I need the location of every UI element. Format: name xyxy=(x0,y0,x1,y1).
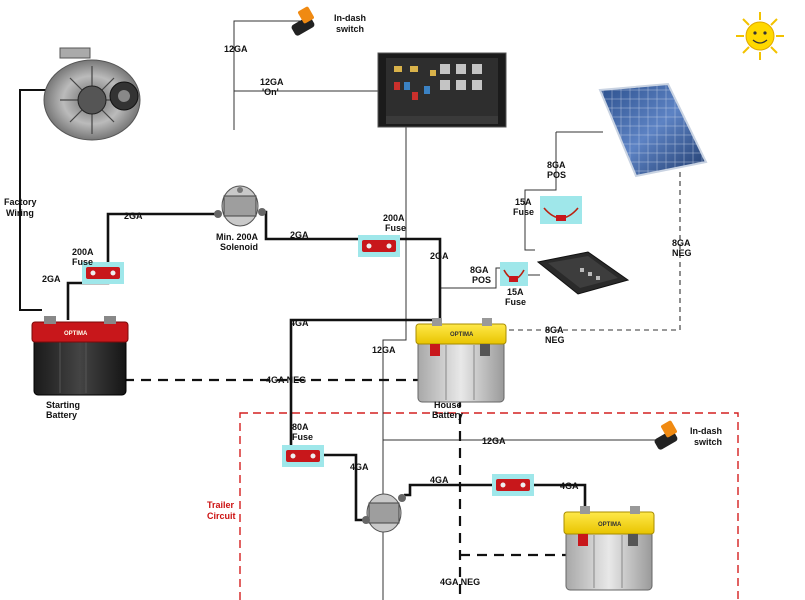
fuse-box-icon xyxy=(377,52,507,128)
factory-wiring-label-1: Factory xyxy=(4,197,37,207)
switch-trailer-label-2: switch xyxy=(694,437,722,447)
switch-trailer-label-1: In-dash xyxy=(690,426,722,436)
fuse-15a-top-label-1: 15A xyxy=(515,197,532,207)
fuse-15a-bottom xyxy=(503,269,525,282)
starting-battery-label-2: Battery xyxy=(46,410,77,420)
solenoid-main-label-1: Min. 200A xyxy=(216,232,259,242)
wire-2ga-left-label: 2GA xyxy=(124,211,143,221)
negative-lines xyxy=(94,340,590,600)
solar-panel-icon xyxy=(598,82,708,178)
trailer-circuit-label-1: Trailer xyxy=(207,500,235,510)
toggle-switch-trailer-icon xyxy=(654,420,678,450)
wire-4ga-house-label: 4GA xyxy=(290,318,309,328)
wire-12ga-vertical-label: 12GA xyxy=(372,345,396,355)
starting-battery-label-1: Starting xyxy=(46,400,80,410)
solenoid-main-icon xyxy=(214,185,266,227)
trailer-circuit-label-2: Circuit xyxy=(207,511,236,521)
house-battery-icon: OPTIMA xyxy=(415,318,507,403)
fuse-200a-left-label-1: 200A xyxy=(72,247,94,257)
wire-12ga-on-label-2: 'On' xyxy=(262,87,279,97)
switch-top-label-1: In-dash xyxy=(334,13,366,23)
fuse-80a-label-1: 80A xyxy=(292,422,309,432)
wire-8ga-pos-panel-label-1: 8GA xyxy=(547,160,566,170)
svg-text:OPTIMA: OPTIMA xyxy=(598,522,622,528)
wire-8ga-neg-ctrl-label-1: 8GA xyxy=(545,325,564,335)
toggle-switch-top-icon xyxy=(291,6,315,36)
fuse-200a-right-label-1: 200A xyxy=(383,213,405,223)
wire-2ga-start-label: 2GA xyxy=(42,274,61,284)
fuse-80a xyxy=(286,450,320,462)
charge-controller-icon xyxy=(536,251,630,295)
wire-12ga-on-label-1: 12GA xyxy=(260,77,284,87)
alternator-icon xyxy=(43,47,141,141)
fuse-15a-bottom-label-1: 15A xyxy=(507,287,524,297)
starting-battery-icon: OPTIMA xyxy=(31,316,129,396)
fuse-15a-bottom-label-2: Fuse xyxy=(505,297,526,307)
wire-8ga-neg-panel-label-1: 8GA xyxy=(672,238,691,248)
trailer-battery-icon: OPTIMA xyxy=(563,506,655,591)
wire-4ga-solenoid-label: 4GA xyxy=(350,462,369,472)
solenoid-trailer-icon xyxy=(362,493,406,533)
wire-12ga-trailer-label: 12GA xyxy=(482,436,506,446)
fuse-200a-right-label-2: Fuse xyxy=(385,223,406,233)
fuse-80a-label-2: Fuse xyxy=(292,432,313,442)
wire-8ga-pos-ctrl-label-2: POS xyxy=(472,275,491,285)
wire-2ga-mid-label: 2GA xyxy=(290,230,309,240)
thick-wires xyxy=(66,210,587,522)
wire-2ga-right-label: 2GA xyxy=(430,251,449,261)
fuse-highlights xyxy=(82,196,582,496)
fuse-200a-left-label-2: Fuse xyxy=(72,257,93,267)
fuse-200a-right xyxy=(362,240,396,252)
solenoid-main-label-2: Solenoid xyxy=(220,242,258,252)
wire-8ga-neg-panel-label-2: NEG xyxy=(672,248,692,258)
wire-4ga-neg-label: 4GA NEG xyxy=(266,375,306,385)
wire-4ga-trailer-a-label: 4GA xyxy=(430,475,449,485)
fuse-200a-left xyxy=(86,267,120,279)
switch-top-label-2: switch xyxy=(336,24,364,34)
wire-4ga-neg-trailer-label: 4GA NEG xyxy=(440,577,480,587)
wire-4ga-trailer-b-label: 4GA xyxy=(560,481,579,491)
fuse-trailer xyxy=(496,479,530,491)
house-battery-label-2: Battery xyxy=(432,410,463,420)
fuse-15a-top-label-2: Fuse xyxy=(513,207,534,217)
thin-wires xyxy=(233,20,660,600)
labels: In-dash switch 12GA 12GA 'On' Factory Wi… xyxy=(4,13,722,587)
svg-text:OPTIMA: OPTIMA xyxy=(450,332,474,338)
factory-wiring-label-2: Wiring xyxy=(6,208,34,218)
wire-12ga-top-label: 12GA xyxy=(224,44,248,54)
sun-icon xyxy=(736,12,784,60)
wire-8ga-pos-ctrl-label-1: 8GA xyxy=(470,265,489,275)
svg-text:OPTIMA: OPTIMA xyxy=(64,331,88,337)
fuse-15a-top xyxy=(543,207,579,221)
wire-8ga-pos-panel-label-2: POS xyxy=(547,170,566,180)
trailer-circuit-border xyxy=(239,412,739,600)
house-battery-label-1: House xyxy=(434,400,462,410)
wire-8ga-neg-ctrl-label-2: NEG xyxy=(545,335,565,345)
